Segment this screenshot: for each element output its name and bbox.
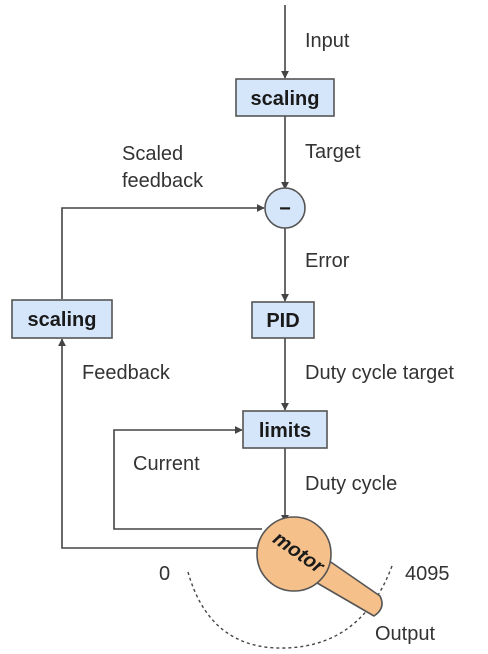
current-arrow xyxy=(113,426,262,530)
error-label: Error xyxy=(305,250,350,272)
subtract-symbol: − xyxy=(279,198,291,220)
scaling-block-left: scaling xyxy=(11,299,113,339)
input-label: Input xyxy=(305,30,350,52)
scaling-block-top: scaling xyxy=(235,78,335,117)
current-label: Current xyxy=(133,453,200,475)
feedback-arrow xyxy=(58,338,258,549)
subtract-junction: − xyxy=(264,187,306,229)
range-max-label: 4095 xyxy=(405,563,450,585)
duty-cycle-target-label: Duty cycle target xyxy=(305,362,454,384)
target-label: Target xyxy=(305,141,361,163)
limits-block-label: limits xyxy=(259,420,311,442)
scaling-block-left-label: scaling xyxy=(28,309,97,331)
feedback-label: Feedback xyxy=(82,362,171,384)
scaling-block-top-label: scaling xyxy=(251,88,320,110)
range-min-label: 0 xyxy=(159,563,170,585)
motor-dial: motor xyxy=(256,516,383,617)
duty-cycle-label: Duty cycle xyxy=(305,473,397,495)
limits-block: limits xyxy=(242,410,328,449)
motor-hub xyxy=(256,516,332,592)
output-label: Output xyxy=(375,623,435,645)
output-range-arc xyxy=(187,565,393,649)
pid-block: PID xyxy=(251,301,315,339)
pid-block-label: PID xyxy=(266,310,299,332)
scaled-feedback-label-line1: Scaled xyxy=(122,143,183,165)
scaled-feedback-arrow xyxy=(61,204,265,299)
scaled-feedback-label-line2: feedback xyxy=(122,170,204,192)
